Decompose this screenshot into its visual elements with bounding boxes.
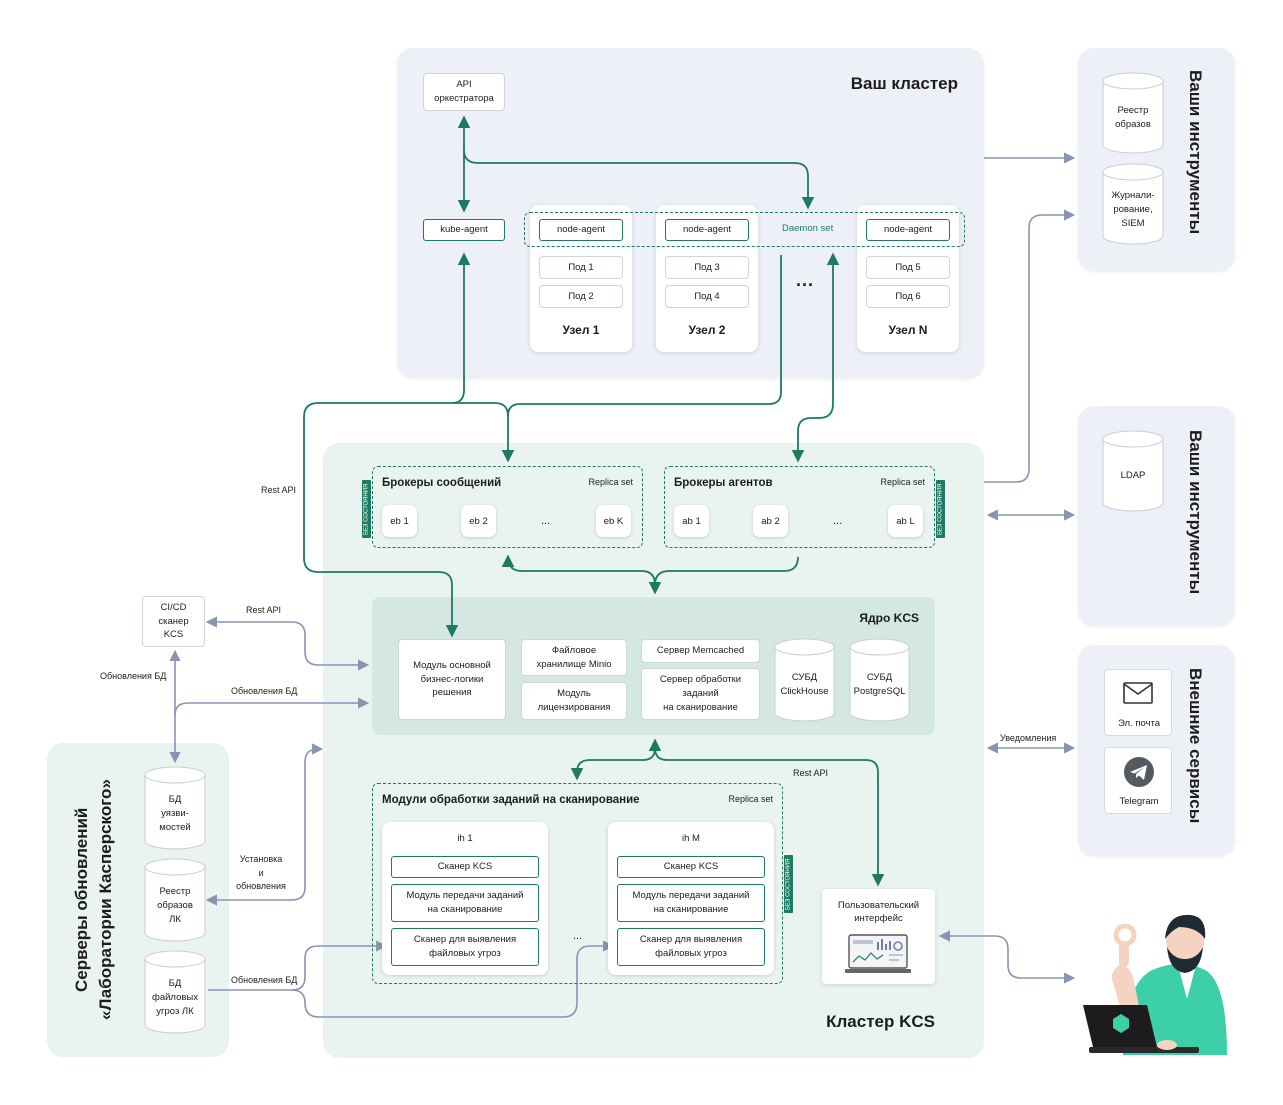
agent-brokers-replica: Replica set: [880, 477, 925, 487]
node-agent-n: node-agent: [866, 219, 950, 241]
clickhouse-label: СУБД ClickHouse: [780, 672, 829, 697]
registry-cylinder-shape: [1102, 72, 1164, 154]
email-card: Эл. почта: [1104, 669, 1172, 736]
ih-1-label: ih 1: [457, 833, 473, 844]
scan-jobs-server: Сервер обработки заданий на сканирование: [641, 668, 760, 720]
memcached-server: Сервер Memcached: [641, 639, 760, 663]
vuln-db-label: БД уязви- мостей: [159, 794, 191, 833]
ih-m-label: ih M: [682, 833, 700, 844]
broker-abl: ab L: [888, 505, 923, 537]
kube-agent-box: kube-agent: [423, 219, 505, 241]
core-title: Ядро KCS: [859, 611, 919, 625]
ih-1-transfer-module: Модуль передачи заданий на сканирование: [391, 884, 539, 922]
pod-3: Под 3: [665, 256, 749, 279]
kcs-cluster-title: Кластер KCS: [826, 1012, 935, 1031]
threats-db-label: БД файловых угроз ЛК: [152, 978, 198, 1017]
telegram-label: Telegram: [1119, 796, 1159, 807]
ldap-cylinder-shape: [1102, 430, 1164, 512]
node-1-label: Узел 1: [562, 323, 600, 337]
ih-m-transfer-module: Модуль передачи заданий на сканирование: [617, 884, 765, 922]
orchestrator-api-box: API оркестратора: [423, 73, 505, 111]
email-label: Эл. почта: [1117, 718, 1161, 729]
pod-6: Под 6: [866, 285, 950, 308]
daemon-set-label: Daemon set: [782, 223, 834, 234]
message-brokers-title: Брокеры сообщений: [382, 477, 502, 489]
licensing-module: Модуль лицензирования: [521, 682, 627, 720]
agent-brokers-group: Брокеры агентов Replica set: [664, 466, 935, 548]
user-interface-card: Пользовательский интерфейс: [822, 889, 935, 984]
broker-eb2: eb 2: [461, 505, 496, 537]
vuln-db-cylinder-shape: [144, 766, 206, 850]
broker-ab1: ab 1: [674, 505, 709, 537]
registry-label: Реестр образов: [1115, 105, 1151, 130]
node-agent-1: node-agent: [539, 219, 623, 241]
message-brokers-replica: Replica set: [588, 477, 633, 487]
lk-registry-cylinder-shape: [144, 858, 206, 942]
label-rest-api-1: Rest API: [261, 485, 297, 495]
label-rest-api-2: Rest API: [246, 605, 282, 615]
label-updates-db-3: Обновления БД: [231, 975, 298, 985]
pod-5: Под 5: [866, 256, 950, 279]
ih-m-threat-scanner: Сканер для выявления файловых угроз: [617, 928, 765, 966]
label-rest-api-3: Rest API: [793, 768, 829, 778]
pod-1: Под 1: [539, 256, 623, 279]
scan-modules-group: Модули обработки заданий на сканирование…: [372, 783, 783, 984]
threats-db-cylinder-shape: [144, 950, 206, 1034]
label-updates-db-1: Обновления БД: [100, 671, 167, 681]
agent-brokers-title: Брокеры агентов: [674, 477, 773, 489]
node-n-label: Узел N: [888, 323, 928, 337]
stateless-tag-2: БЕЗ СОСТОЯНИЯ: [936, 480, 945, 538]
tools-1-title: Ваши инструменты: [1186, 70, 1205, 235]
minio-storage: Файловое хранилище Minio: [521, 639, 627, 676]
label-install-updates: Установка и обновления: [236, 854, 286, 891]
broker-ab2: ab 2: [753, 505, 788, 537]
agent-brokers-ellipsis: ...: [833, 515, 843, 527]
broker-ebk: eb K: [596, 505, 631, 537]
postgres-cylinder-shape: [849, 638, 910, 722]
clickhouse-cylinder-shape: [774, 638, 835, 722]
cicd-scanner-box: CI/CD сканер KCS: [142, 596, 205, 647]
telegram-card: Telegram: [1104, 747, 1172, 814]
telegram-icon: [1124, 757, 1154, 787]
scan-modules-title: Модули обработки заданий на сканирование: [382, 794, 640, 806]
broker-eb1: eb 1: [382, 505, 417, 537]
pod-2: Под 2: [539, 285, 623, 308]
your-cluster-title: Ваш кластер: [850, 74, 958, 93]
message-brokers-group: Брокеры сообщений Replica set: [372, 466, 643, 548]
dashboard-screen-icon: [845, 934, 911, 973]
node-agent-2: node-agent: [665, 219, 749, 241]
user-illustration: [1083, 914, 1227, 1055]
pod-4: Под 4: [665, 285, 749, 308]
nodes-ellipsis: ...: [796, 270, 815, 290]
scan-modules-replica: Replica set: [728, 794, 773, 804]
ih-m-kcs-scanner: Сканер KCS: [617, 856, 765, 878]
stateless-tag-3: БЕЗ СОСТОЯНИЯ: [784, 855, 793, 913]
logging-label: Журнали- рование, SIEM: [1111, 190, 1155, 229]
business-logic-module: Модуль основной бизнес-логики решения: [398, 639, 506, 720]
logging-cylinder-shape: [1102, 163, 1164, 245]
ih-ellipsis: ...: [573, 930, 583, 942]
ih-1-kcs-scanner: Сканер KCS: [391, 856, 539, 878]
label-updates-db-2: Обновления БД: [231, 686, 298, 696]
ldap-label: LDAP: [1120, 470, 1146, 482]
ih-1-threat-scanner: Сканер для выявления файловых угроз: [391, 928, 539, 966]
postgres-label: СУБД PostgreSQL: [853, 672, 906, 697]
mail-icon: [1123, 682, 1153, 704]
external-title: Внешние сервисы: [1186, 668, 1205, 824]
user-interface-label: Пользовательский интерфейс: [837, 900, 920, 925]
lk-registry-label: Реестр образов ЛК: [157, 886, 193, 925]
tools-2-title: Ваши инструменты: [1186, 430, 1205, 595]
update-servers-title: Серверы обновлений «Лаборатории Касперск…: [72, 779, 115, 1021]
message-brokers-ellipsis: ...: [541, 515, 551, 527]
daemon-set-outline: [524, 212, 965, 247]
stateless-tag-1: БЕЗ СОСТОЯНИЯ: [362, 480, 371, 538]
node-2-label: Узел 2: [688, 323, 726, 337]
label-notifications: Уведомления: [1000, 733, 1057, 743]
